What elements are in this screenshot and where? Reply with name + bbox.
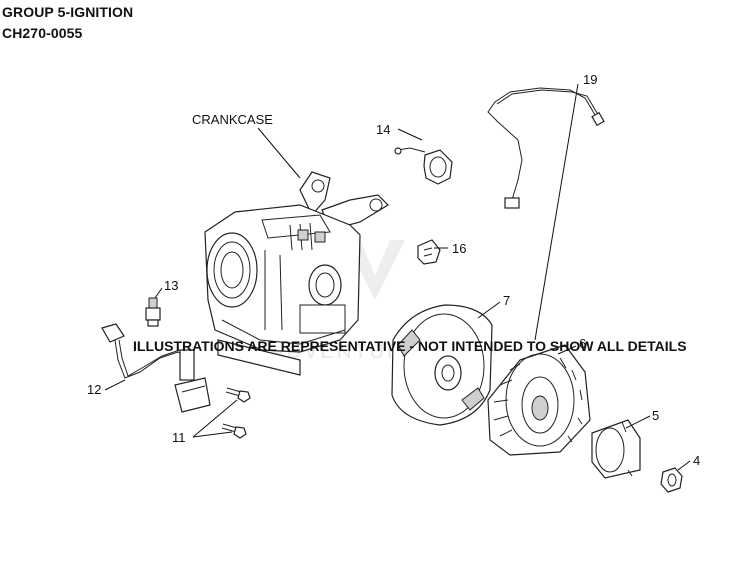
spark-plug-part[interactable] xyxy=(145,297,161,327)
wire-harness-part[interactable] xyxy=(487,87,605,209)
callout-6: 6 xyxy=(579,336,586,351)
callout-19: 19 xyxy=(583,72,597,87)
callout-14: 14 xyxy=(376,122,390,137)
switch-part[interactable] xyxy=(417,239,441,265)
callout-12: 12 xyxy=(87,382,101,397)
callout-11: 11 xyxy=(172,430,186,445)
ignition-coil-part[interactable] xyxy=(101,323,211,413)
disclaimer-footer: ILLUSTRATIONS ARE REPRESENTATIVE - NOT I… xyxy=(133,338,687,354)
callout-crankcase: CRANKCASE xyxy=(192,112,273,127)
flywheel-cover-part[interactable] xyxy=(391,304,493,426)
ignition-sensor-part[interactable] xyxy=(394,147,453,185)
callout-5: 5 xyxy=(652,408,659,423)
flywheel-nut-part[interactable] xyxy=(660,467,683,493)
callout-7: 7 xyxy=(503,293,510,308)
model-code: CH270-0055 xyxy=(2,25,83,41)
callout-16: 16 xyxy=(452,241,466,256)
crankcase-part[interactable] xyxy=(204,171,389,376)
callout-13: 13 xyxy=(164,278,178,293)
starter-cup-part[interactable] xyxy=(591,419,641,479)
group-title: GROUP 5-IGNITION xyxy=(2,4,134,20)
cooling-fan-part[interactable] xyxy=(487,344,591,456)
leader-lines xyxy=(104,83,691,471)
callout-4: 4 xyxy=(693,453,700,468)
bolts-part[interactable] xyxy=(221,387,251,439)
